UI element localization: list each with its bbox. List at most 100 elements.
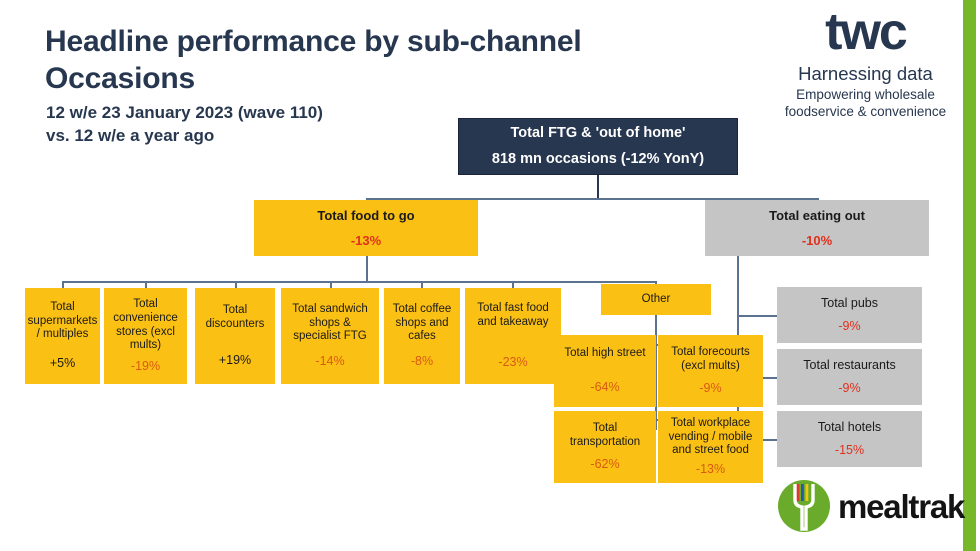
node-label-line-1: Total workplace: [670, 417, 751, 430]
connector-drop-discounters: [235, 281, 237, 288]
twc-tagline-secondary: Empowering wholesale foodservice & conve…: [778, 87, 953, 121]
node-label: Total restaurants: [803, 358, 896, 373]
connector-drop-fastfood: [512, 281, 514, 288]
page-title-line-2: Occasions: [45, 61, 195, 95]
node-value: -9%: [838, 318, 861, 333]
node-label: Total workplace vending / mobile and str…: [669, 417, 753, 458]
node-value: -8%: [410, 353, 434, 368]
node-total-ftg-out-of-home[interactable]: Total FTG & 'out of home' 818 mn occasio…: [458, 118, 738, 175]
node-label: Total hotels: [817, 420, 882, 435]
node-label-line-4: mults): [129, 339, 162, 352]
connector-drop-coffee: [421, 281, 423, 288]
node-label-line-2: shops and: [395, 316, 449, 329]
node-label: Total pubs: [821, 296, 878, 311]
connector-eating-out-to-pubs: [737, 315, 777, 317]
node-value: +5%: [49, 355, 76, 370]
node-label-line-1: Total sandwich: [292, 303, 368, 316]
node-total-hotels[interactable]: Total hotels -15%: [777, 411, 922, 467]
node-label: Total eating out: [769, 207, 865, 223]
node-total-convenience-stores[interactable]: Total convenience stores (excl mults) -1…: [104, 288, 187, 384]
node-label: Total food to go: [317, 207, 415, 223]
node-label-line-1: Total: [50, 301, 75, 314]
node-value: -10%: [801, 232, 833, 248]
node-total-discounters[interactable]: Total discounters +19%: [195, 288, 275, 384]
node-label-line-1: Total: [222, 303, 248, 316]
connector-drop-convenience: [145, 281, 147, 288]
node-label-line-1: Total fast food: [477, 301, 549, 314]
mealtrak-wordmark: mealtrak: [838, 487, 965, 525]
node-label: Total forecourts (excl mults): [671, 346, 750, 373]
node-label-line-1: Total: [133, 298, 158, 311]
node-label: Total supermarkets / multiples: [28, 301, 98, 342]
node-value: -9%: [838, 380, 861, 395]
node-label-line-1: Total forecourts: [671, 345, 750, 358]
page-subtitle-line-2: vs. 12 w/e a year ago: [46, 125, 215, 145]
node-value: -15%: [834, 442, 865, 457]
page-title: Headline performance by sub-channel Occa…: [45, 24, 745, 97]
node-total-workplace-vending-mobile-street-food[interactable]: Total workplace vending / mobile and str…: [658, 411, 763, 483]
node-label-line-1: Total: [592, 421, 618, 434]
node-label-line-3: / multiples: [36, 328, 89, 341]
node-label: Total sandwich shops & specialist FTG: [292, 303, 367, 344]
node-label-line-2: convenience: [113, 311, 178, 324]
green-accent-bar: [963, 0, 976, 551]
node-value: -64%: [590, 380, 620, 395]
node-label-line-2: and takeaway: [477, 315, 549, 328]
node-label: Total discounters: [206, 304, 265, 331]
node-label: Total convenience stores (excl mults): [113, 298, 178, 352]
node-label-line-2: vending / mobile: [668, 430, 753, 443]
node-label: Total fast food and takeaway: [477, 302, 549, 329]
node-total-restaurants[interactable]: Total restaurants -9%: [777, 349, 922, 405]
connector-food-to-go-split: [62, 281, 656, 283]
node-total-pubs[interactable]: Total pubs -9%: [777, 287, 922, 343]
page-title-line-1: Headline performance by sub-channel: [45, 25, 582, 58]
node-total-fast-food-takeaway[interactable]: Total fast food and takeaway -23%: [465, 288, 561, 384]
node-label: Total FTG & 'out of home': [510, 124, 686, 141]
node-total-food-to-go[interactable]: Total food to go -13%: [254, 200, 478, 256]
node-label-line-3: cafes: [408, 330, 436, 343]
node-total-sandwich-shops-specialist-ftg[interactable]: Total sandwich shops & specialist FTG -1…: [281, 288, 379, 384]
node-total-high-street[interactable]: Total high street -64%: [554, 335, 656, 407]
node-value: -13%: [350, 232, 382, 248]
node-label-line-3: and street food: [672, 444, 749, 457]
mealtrak-logo: mealtrak: [776, 478, 965, 534]
page-subtitle-line-1: 12 w/e 23 January 2023 (wave 110): [46, 103, 323, 122]
twc-tagline-secondary-line-1: Empowering wholesale: [796, 86, 935, 102]
connector-drop-supermarkets: [62, 281, 64, 288]
connector-food-to-go-stem: [366, 256, 368, 281]
twc-tagline-primary: Harnessing data: [798, 63, 933, 85]
node-total-forecourts-excl-mults[interactable]: Total forecourts (excl mults) -9%: [658, 335, 763, 407]
node-label: Other: [641, 292, 671, 305]
node-value: -14%: [315, 353, 345, 368]
node-label: Total high street: [564, 346, 646, 359]
node-total-coffee-shops-cafes[interactable]: Total coffee shops and cafes -8%: [384, 288, 460, 384]
node-label-line-3: specialist FTG: [293, 330, 367, 343]
node-value: +19%: [218, 353, 252, 368]
node-label-line-2: supermarkets: [27, 314, 98, 327]
node-value: -9%: [699, 381, 722, 396]
connector-root-stem: [597, 175, 599, 199]
twc-tagline-secondary-line-2: foodservice & convenience: [784, 103, 947, 119]
node-label-line-2: discounters: [205, 317, 265, 330]
node-value: -23%: [498, 355, 528, 370]
node-value: 818 mn occasions (-12% YonY): [491, 150, 705, 167]
mealtrak-fork-circle-icon: [776, 478, 832, 534]
node-label-line-2: shops &: [309, 316, 351, 329]
node-other[interactable]: Other: [601, 284, 711, 315]
node-label-line-3: stores (excl: [116, 325, 175, 338]
node-label-line-2: (excl mults): [681, 359, 740, 372]
connector-root-split: [366, 198, 818, 200]
node-total-transportation[interactable]: Total transportation -62%: [554, 411, 656, 483]
node-label-line-1: Total coffee: [392, 303, 452, 316]
twc-logo: twc Harnessing data Empowering wholesale…: [778, 3, 953, 121]
node-value: -62%: [590, 457, 620, 472]
node-total-supermarkets-multiples[interactable]: Total supermarkets / multiples +5%: [25, 288, 100, 384]
node-value: -13%: [695, 461, 726, 476]
page-subtitle: 12 w/e 23 January 2023 (wave 110) vs. 12…: [46, 102, 476, 147]
node-label: Total coffee shops and cafes: [393, 303, 452, 344]
twc-wordmark: twc: [825, 3, 908, 61]
node-total-eating-out[interactable]: Total eating out -10%: [705, 200, 929, 256]
connector-drop-sandwich: [330, 281, 332, 288]
node-label: Total transportation: [570, 422, 640, 449]
